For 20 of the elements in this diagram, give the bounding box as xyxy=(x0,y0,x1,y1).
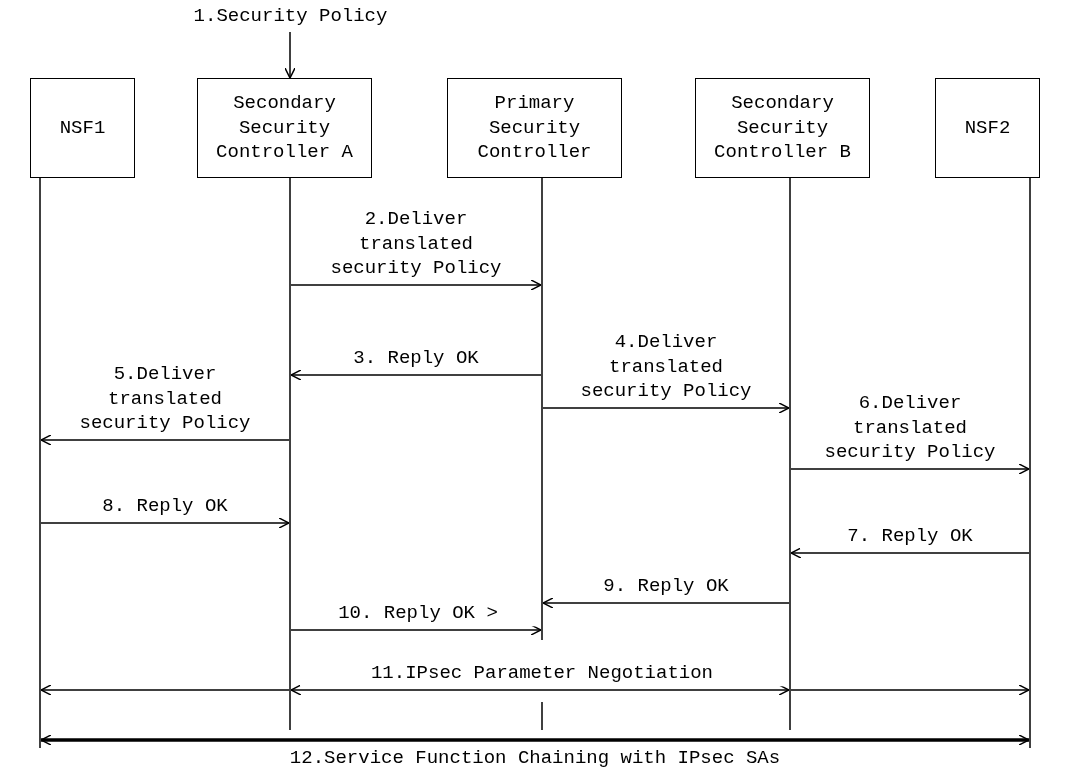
message-arrow xyxy=(290,624,542,636)
message-arrow xyxy=(40,434,290,446)
entity-label: Primary Security Controller xyxy=(476,90,593,166)
message-arrow xyxy=(290,279,542,291)
message-arrow xyxy=(290,369,542,381)
message-arrow xyxy=(290,684,790,696)
message-arrow xyxy=(790,684,1030,696)
message-arrow xyxy=(790,547,1030,559)
message-arrow xyxy=(542,402,790,414)
entity-label: Secondary Security Controller A xyxy=(215,90,354,166)
message-label: 1.Security Policy xyxy=(193,3,388,29)
entity-label: NSF1 xyxy=(59,115,106,141)
message-arrow xyxy=(40,517,290,529)
entity-label: Secondary Security Controller B xyxy=(713,90,852,166)
entity-label: NSF2 xyxy=(964,115,1011,141)
message-arrow xyxy=(790,463,1030,475)
message-arrow xyxy=(40,734,1030,746)
message-arrow xyxy=(542,597,790,609)
message-arrow xyxy=(40,684,290,696)
message-arrow xyxy=(284,31,296,79)
